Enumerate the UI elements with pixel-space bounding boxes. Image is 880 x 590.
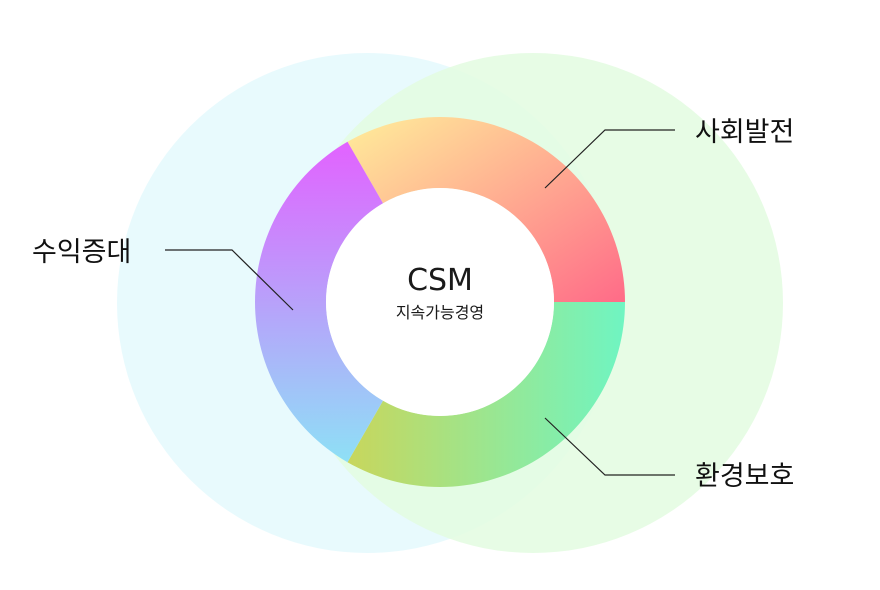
center-hole bbox=[326, 188, 554, 416]
environment-protection-segment bbox=[347, 302, 625, 487]
center-subtitle: 지속가능경영 bbox=[396, 303, 484, 322]
label-profit-increase: 수익증대 bbox=[32, 237, 131, 268]
label-environment-protection: 환경보호 bbox=[695, 461, 794, 492]
label-social-development: 사회발전 bbox=[695, 117, 794, 148]
leader-line-social bbox=[544, 129, 675, 189]
center-title: CSM bbox=[407, 263, 473, 298]
leader-line-profit bbox=[165, 249, 294, 311]
leader-line-environment bbox=[544, 417, 675, 476]
profit-increase-segment bbox=[255, 141, 383, 463]
social-development-segment bbox=[347, 116, 625, 302]
